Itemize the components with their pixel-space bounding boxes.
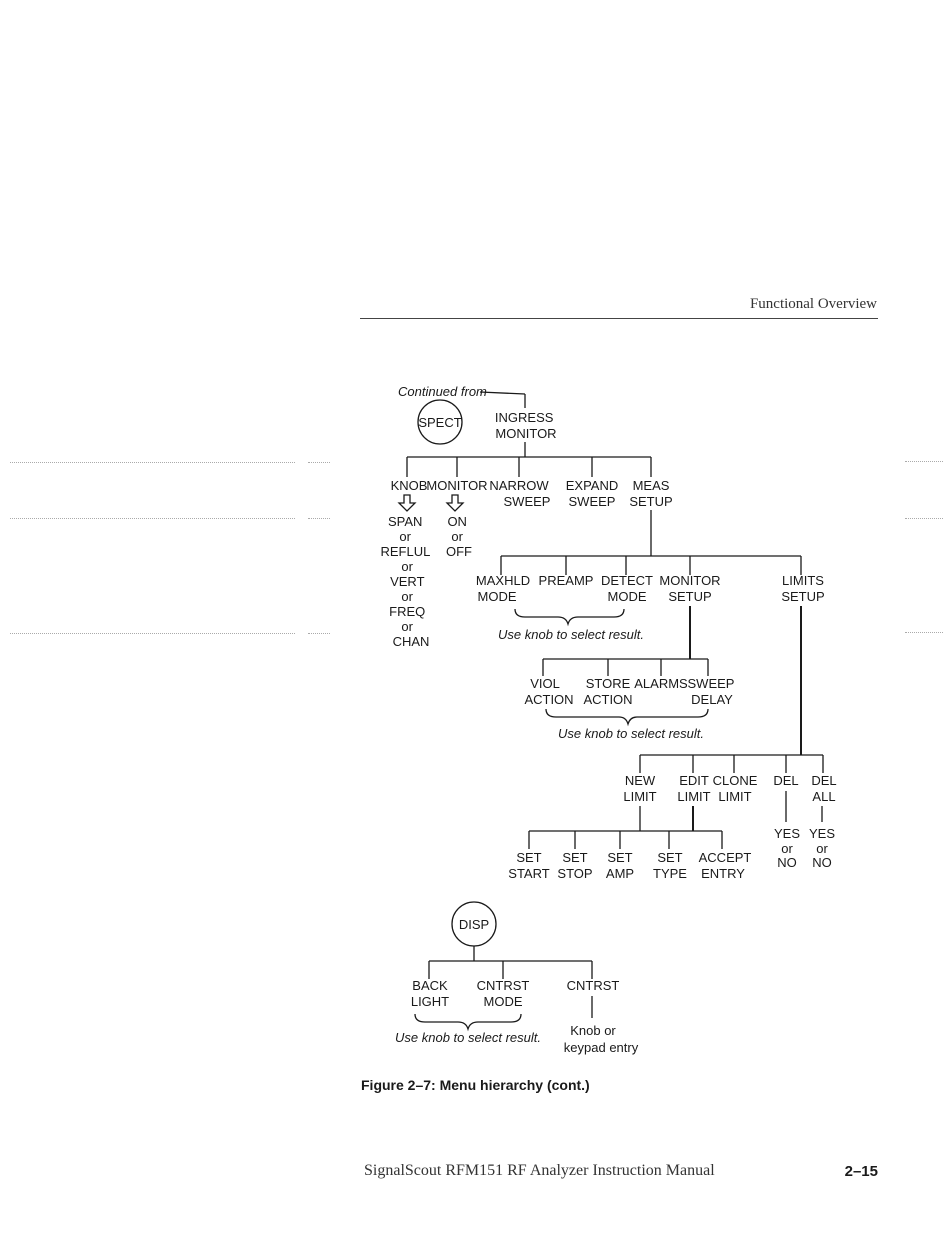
knob-or-label: Knob or	[570, 1023, 616, 1038]
margin-rule	[905, 518, 943, 519]
knob-node: KNOB	[391, 478, 428, 493]
monitor-node: MONITOR	[426, 478, 487, 493]
down-arrow-icon	[445, 494, 465, 512]
use-knob-note-1: Use knob to select result.	[498, 627, 644, 642]
ingress-label: INGRESS MONITOR	[495, 410, 557, 441]
del-node: DEL	[773, 773, 798, 788]
margin-rule	[10, 633, 295, 634]
preamp-node: PREAMP	[539, 573, 594, 588]
keypad-entry-label: keypad entry	[564, 1040, 639, 1055]
knob-options: SPAN or REFLUL or VERT or FREQ or CHAN	[381, 514, 434, 649]
margin-rule	[10, 518, 295, 519]
connector	[479, 391, 526, 395]
margin-rule	[308, 633, 330, 634]
down-arrow-icon	[397, 494, 417, 512]
continued-from-label: Continued from	[398, 384, 487, 399]
running-header: Functional Overview	[749, 296, 877, 312]
footer-manual-title: SignalScout RFM151 RF Analyzer Instructi…	[364, 1162, 715, 1179]
spect-key-icon	[417, 399, 463, 445]
cntrst-node: CNTRST	[567, 978, 620, 993]
brace	[514, 608, 625, 627]
margin-rule	[10, 462, 295, 463]
margin-rule	[905, 632, 943, 633]
page-number: 2–15	[844, 1163, 878, 1180]
margin-rule	[905, 461, 943, 462]
brace	[414, 1013, 522, 1032]
monitor-options: ON or OFF	[446, 514, 472, 559]
figure-caption: Figure 2–7: Menu hierarchy (cont.)	[361, 1077, 590, 1093]
brace	[545, 708, 709, 727]
alarms-node: ALARMS	[634, 676, 688, 691]
margin-rule	[308, 462, 330, 463]
use-knob-note-2: Use knob to select result.	[558, 726, 704, 741]
margin-rule	[308, 518, 330, 519]
disp-key-label: DISP	[459, 917, 489, 932]
use-knob-note-3: Use knob to select result.	[395, 1030, 541, 1045]
header-rule	[360, 318, 878, 319]
spect-key-label: SPECT	[418, 415, 461, 430]
